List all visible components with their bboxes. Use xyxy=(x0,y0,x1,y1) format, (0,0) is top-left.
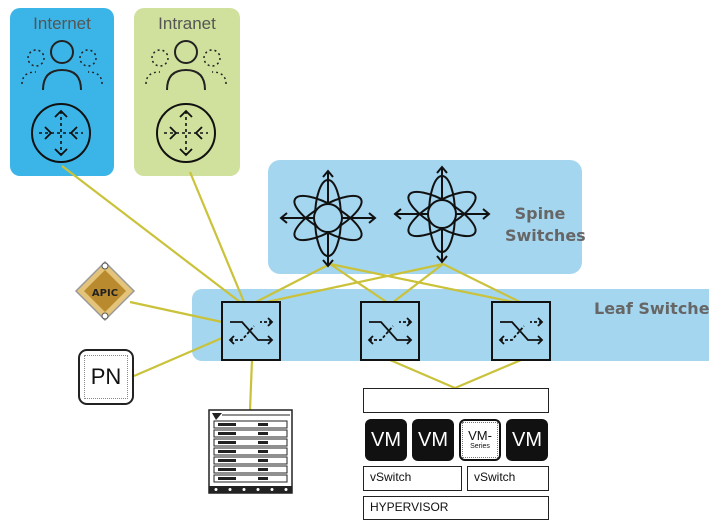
vswitch-right-label: vSwitch xyxy=(474,470,516,484)
router-icon-internet xyxy=(31,103,91,163)
apic-label: APIC xyxy=(92,288,118,299)
pn-label: PN xyxy=(84,355,128,399)
vswitch-right: vSwitch xyxy=(467,466,549,491)
leaf-switches-label: Leaf Switches xyxy=(594,299,709,318)
users-icon-intranet xyxy=(145,40,227,91)
host-top-bar xyxy=(363,388,549,413)
internet-title: Internet xyxy=(33,14,91,33)
vm-box-2: VM xyxy=(412,419,454,461)
vm-series-line1: VM- xyxy=(468,428,492,443)
intranet-panel: Intranet xyxy=(134,8,240,176)
hypervisor-bar: HYPERVISOR xyxy=(363,496,549,520)
vm-series-box: VM- Series xyxy=(459,419,501,461)
hypervisor-label: HYPERVISOR xyxy=(370,500,449,514)
leaf-switch-icon-1 xyxy=(221,301,281,361)
apic-controller-icon: APIC xyxy=(74,260,136,322)
leaf-switch-icon-3 xyxy=(491,301,551,361)
intranet-title: Intranet xyxy=(158,14,216,33)
server-rack-icon xyxy=(208,409,293,494)
link-lines xyxy=(61,165,523,411)
vswitch-left-label: vSwitch xyxy=(370,470,412,484)
vm-box-1: VM xyxy=(365,419,407,461)
spine-switch-icon-2 xyxy=(393,165,491,264)
vswitch-left: vSwitch xyxy=(363,466,462,491)
leaf-switch-icon-2 xyxy=(360,301,420,361)
vm-box-3: VM xyxy=(506,419,548,461)
spine-switches-label: Spine Switches xyxy=(505,204,586,245)
vm-series-line2: Series xyxy=(470,443,490,450)
router-icon-intranet xyxy=(156,103,216,163)
spine-switch-icon-1 xyxy=(279,169,377,268)
internet-panel: Internet xyxy=(10,8,114,176)
pn-device: PN xyxy=(78,349,134,405)
users-icon-internet xyxy=(21,40,103,91)
